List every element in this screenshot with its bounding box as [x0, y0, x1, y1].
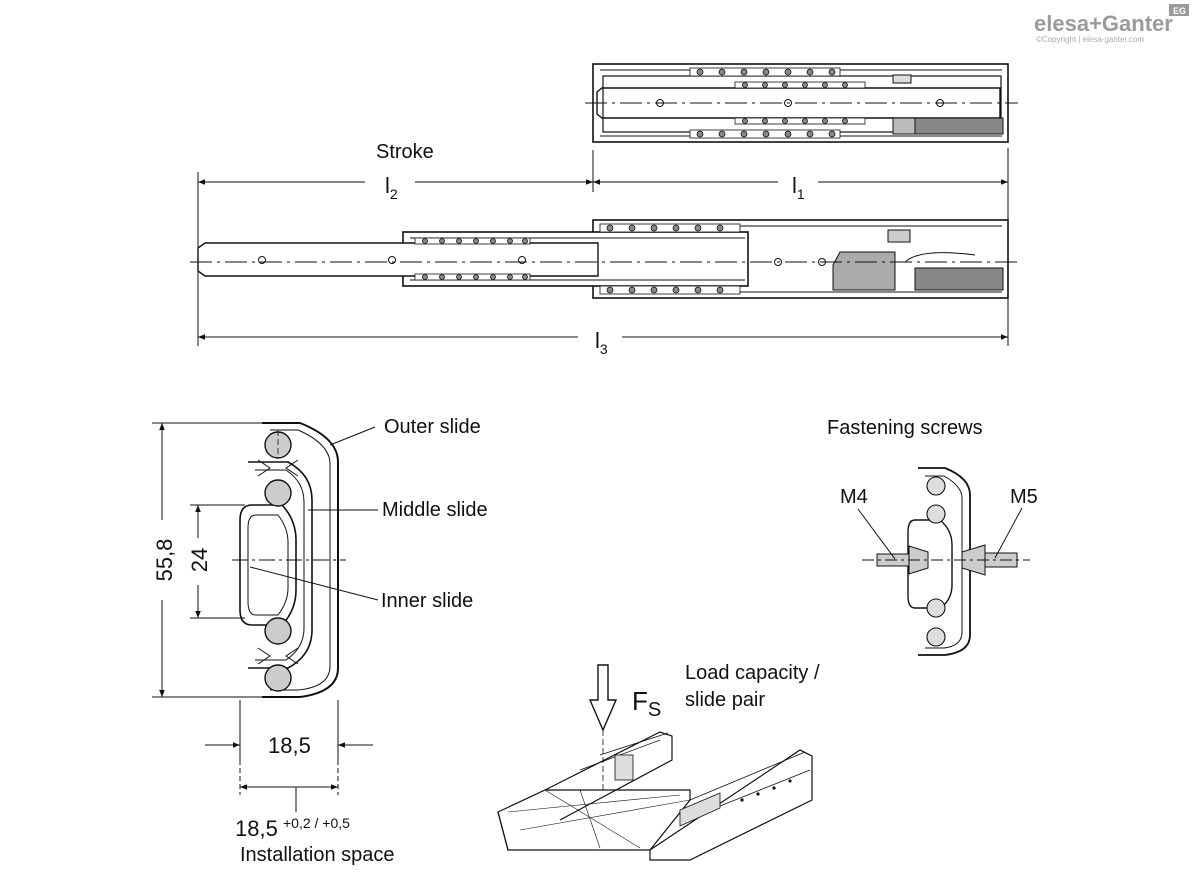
force-label: FS: [632, 686, 661, 721]
cross-section: [232, 422, 346, 698]
stroke-dimension: Stroke l2 l1: [197, 141, 1009, 346]
copyright-text: ©Copyright | elesa-ganter.com: [1036, 35, 1144, 44]
fastening-screws-section: [857, 467, 1030, 656]
dimension-install-width: 18,5: [235, 816, 278, 841]
cross-section-callouts: [249, 426, 379, 601]
logo-badge-text: EG: [1173, 6, 1186, 16]
brand-logo: elesa+Ganter EG ©Copyright | elesa-gante…: [1034, 4, 1189, 44]
load-capacity-label-line1: Load capacity /: [685, 662, 820, 684]
middle-slide-label: Middle slide: [382, 499, 488, 521]
force-arrow-icon: [588, 664, 618, 805]
logo-text: elesa+Ganter: [1034, 11, 1173, 36]
m4-label: M4: [840, 486, 868, 508]
slide-retracted-view: [585, 63, 1018, 143]
load-assembly-drawing: [497, 731, 813, 861]
dimension-inner-height: 24: [187, 548, 212, 572]
outer-slide-label: Outer slide: [384, 416, 481, 438]
dimension-height: 55,8: [152, 539, 177, 582]
inner-slide-label: Inner slide: [381, 590, 473, 612]
dimension-width: 18,5: [268, 733, 311, 758]
dimension-l1: l1: [792, 173, 805, 202]
installation-space-label: Installation space: [240, 844, 395, 866]
dimension-install-tolerance: +0,2 / +0,5: [283, 815, 350, 831]
slide-extended-view: [190, 219, 1018, 299]
fastening-screws-label: Fastening screws: [827, 417, 983, 439]
l3-dimension: l3: [198, 328, 1008, 357]
dimension-l2: l2: [385, 173, 398, 202]
logo-badge-icon: [1169, 4, 1189, 16]
stroke-label: Stroke: [376, 141, 434, 163]
cross-section-dimensions: [152, 422, 373, 812]
m5-label: M5: [1010, 486, 1038, 508]
dimension-l3: l3: [595, 328, 608, 357]
load-capacity-label-line2: slide pair: [685, 689, 765, 711]
